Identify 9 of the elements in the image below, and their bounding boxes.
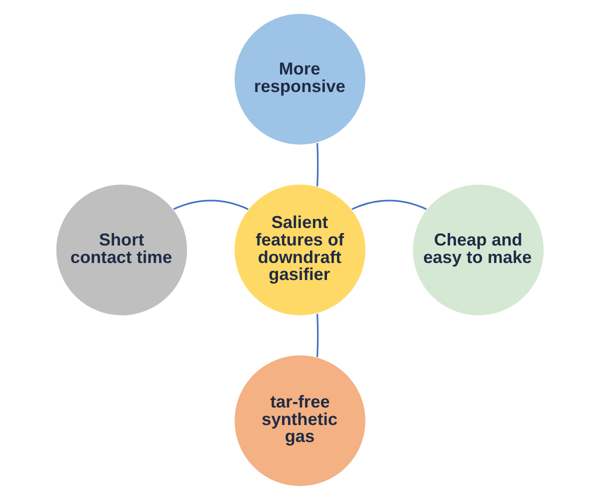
node-circle: Salient features of downdraft gasifier — [233, 183, 366, 316]
node-circle: tar-free synthetic gas — [233, 354, 366, 487]
node-circle: Short contact time — [54, 183, 188, 316]
connector — [316, 142, 318, 186]
connector — [316, 313, 318, 357]
node-circle: More responsive — [233, 12, 366, 146]
connector — [351, 199, 426, 210]
connector — [172, 199, 248, 210]
node-circle: Cheap and easy to make — [411, 183, 544, 316]
